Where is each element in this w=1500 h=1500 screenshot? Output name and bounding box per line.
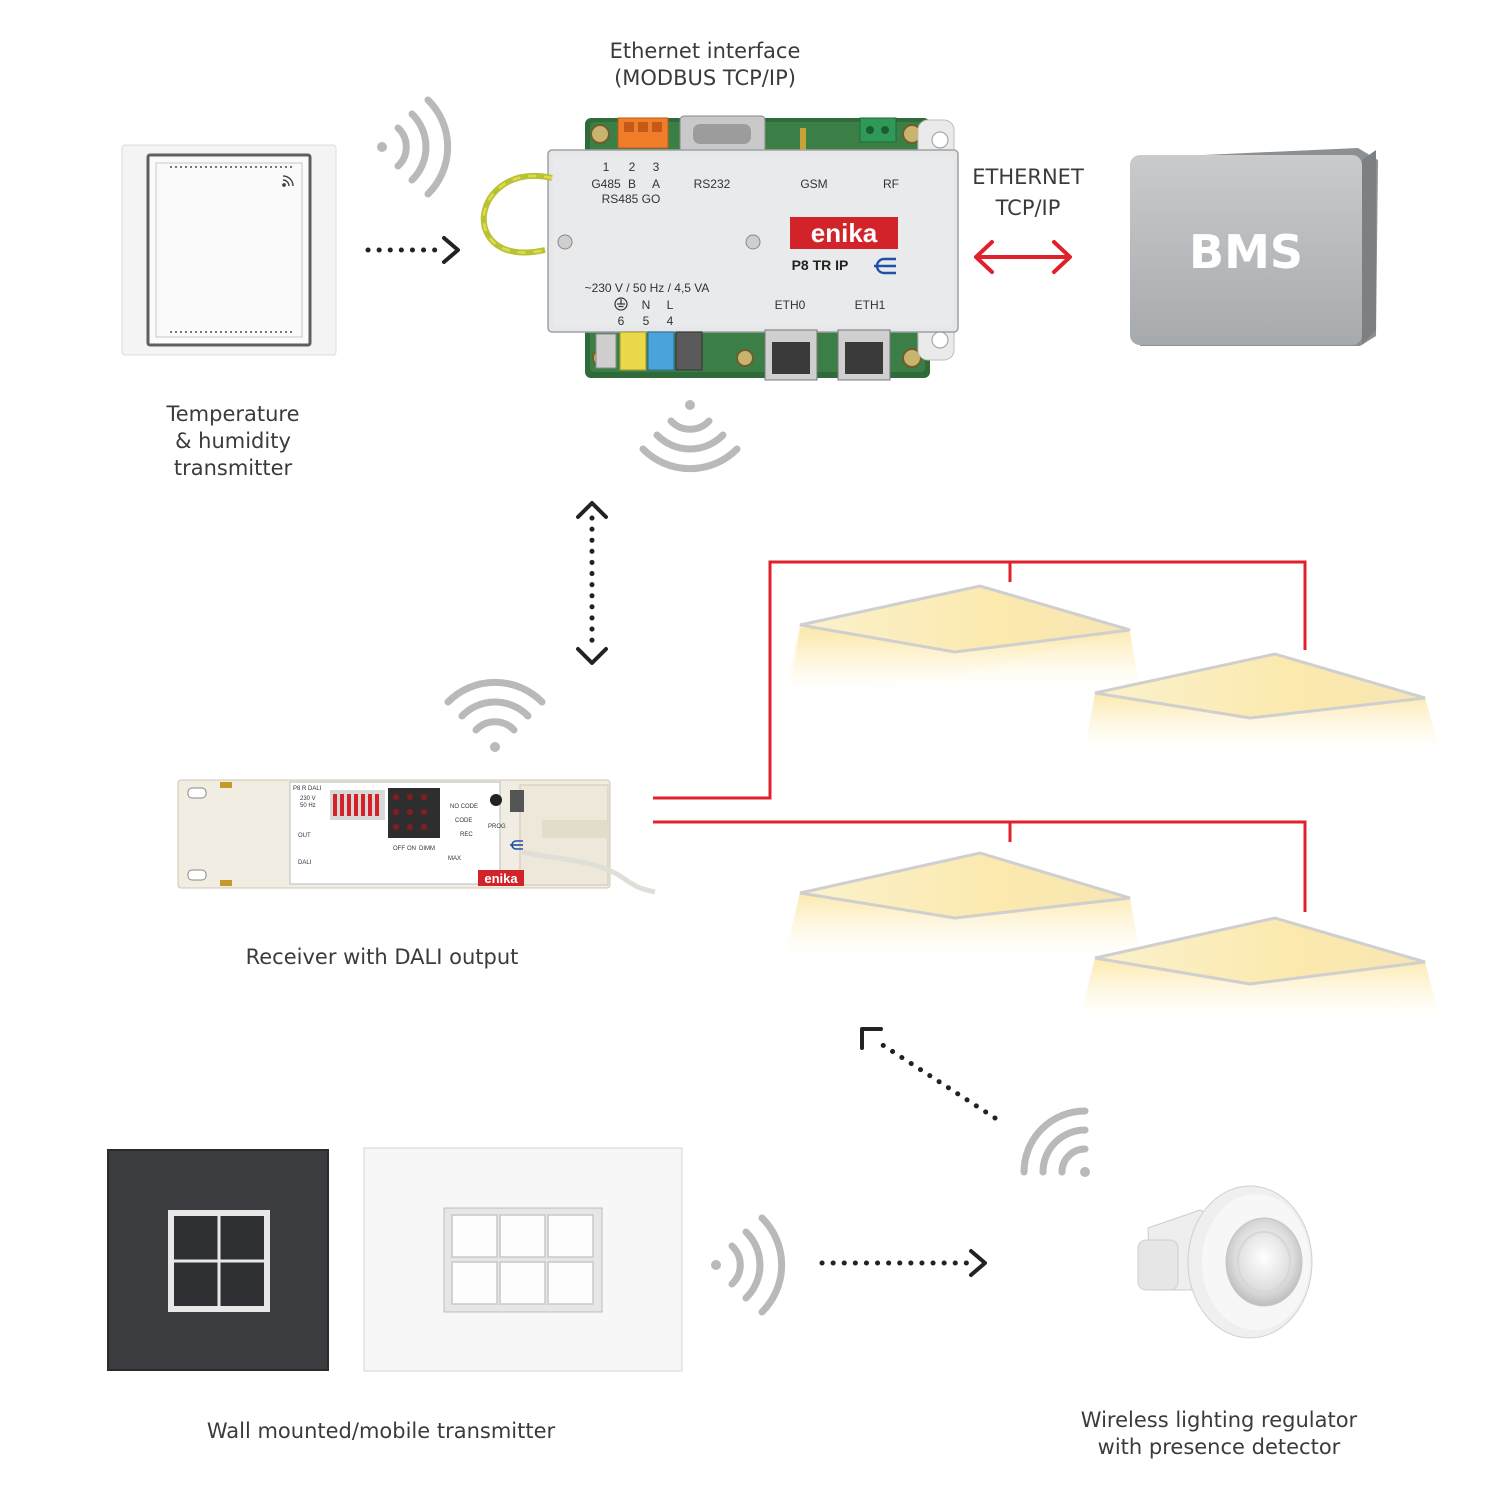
pin-label: 3 [653, 160, 660, 174]
receiver-frequency: 50 Hz [300, 803, 316, 809]
pin-label: 5 [643, 314, 650, 328]
temp-label-line1: Temperature [166, 402, 300, 426]
bms-box: BMS [1130, 148, 1378, 346]
led-panel-light [785, 851, 1140, 955]
dali-wiring [653, 560, 1307, 912]
ethernet-interface-line1: Ethernet interface [609, 39, 801, 63]
signal-arrow [860, 1027, 998, 1121]
enika-logo: enika [790, 217, 898, 249]
temperature-transmitter-label: Temperature & humidity transmitter [133, 401, 333, 482]
pin-name: B [628, 177, 636, 191]
bidirectional-signal-arrow [576, 501, 608, 665]
pin-label: 6 [618, 314, 625, 328]
receiver-dali: DALI [298, 860, 312, 866]
rs232-label: RS232 [694, 177, 731, 191]
pin-name: A [652, 177, 660, 191]
enika-e-icon [510, 840, 523, 850]
rf-label: RF [883, 177, 899, 191]
temp-label-line2: & humidity [175, 429, 291, 453]
pin-name: L [667, 298, 674, 312]
temp-label-line3: transmitter [173, 456, 293, 480]
model-label: P8 TR IP [792, 257, 849, 273]
dip-switch-grid [330, 788, 440, 838]
ethernet-link-line1: ETHERNET [972, 165, 1084, 189]
ethernet-interface-label: Ethernet interface (MODBUS TCP/IP) [560, 38, 850, 92]
signal-arrow [819, 1249, 987, 1277]
wall-transmitter-dark [107, 1149, 329, 1371]
receiver-voltage: 230 V [300, 796, 316, 802]
receiver-on: ON [407, 846, 416, 852]
wall-transmitter-white [363, 1147, 683, 1372]
signal-waves-icon [639, 400, 741, 473]
signal-waves-icon [377, 96, 452, 198]
regulator-line2: with presence detector [1097, 1435, 1341, 1459]
receiver-label: Receiver with DALI output [245, 945, 519, 969]
svg-text:enika: enika [811, 218, 878, 248]
pin-label: 1 [603, 160, 610, 174]
ethernet-link-line2: TCP/IP [995, 196, 1061, 220]
ethernet-link-label: ETHERNET TCP/IP [958, 162, 1098, 224]
ethernet-interface-device: 1 2 3 G485 B A RS485 GO RS232 GSM RF ~23… [480, 115, 959, 381]
wifi-icon [444, 678, 546, 752]
rs485-go-label: RS485 GO [602, 192, 661, 206]
receiver-model: P8 R DALI [293, 786, 322, 792]
receiver-prog: PROG [488, 824, 506, 830]
led-panel-light [785, 584, 1140, 690]
ethernet-link-arrow [974, 240, 1072, 274]
gsm-label: GSM [800, 177, 827, 191]
receiver-max: MAX [448, 856, 461, 862]
ethernet-interface-line2: (MODBUS TCP/IP) [614, 66, 796, 90]
receiver-code: CODE [455, 818, 472, 824]
receiver-brand: enika [484, 871, 518, 886]
wall-transmitter-label: Wall mounted/mobile transmitter [206, 1419, 556, 1443]
enika-e-icon [874, 257, 896, 275]
wireless-icon [282, 175, 294, 187]
presence-detector [1137, 1185, 1313, 1339]
pin-label: 2 [629, 160, 636, 174]
led-panel-light [1085, 652, 1440, 750]
ground-icon [614, 297, 628, 311]
regulator-line1: Wireless lighting regulator [1080, 1408, 1358, 1432]
temperature-humidity-transmitter [121, 144, 337, 356]
pin-name: N [642, 298, 651, 312]
signal-arrow [365, 236, 460, 264]
signal-waves-icon [711, 1214, 786, 1316]
pin-label: 4 [667, 314, 674, 328]
lighting-regulator-label: Wireless lighting regulator with presenc… [1058, 1407, 1380, 1461]
receiver-dimm: DIMM [419, 846, 435, 852]
receiver-out: OUT [298, 833, 311, 839]
eth1-label: ETH1 [855, 298, 886, 312]
dali-receiver-device: P8 R DALI 230 V 50 Hz OUT DALI NO CODE C… [177, 779, 656, 895]
receiver-no-code: NO CODE [450, 804, 478, 810]
receiver-off: OFF [393, 846, 405, 852]
signal-waves-icon [1020, 1107, 1090, 1177]
eth0-label: ETH0 [775, 298, 806, 312]
pin-name: G485 [591, 177, 621, 191]
bms-label: BMS [1189, 225, 1303, 279]
led-panel-light [1080, 916, 1440, 1018]
supply-label: ~230 V / 50 Hz / 4,5 VA [585, 281, 710, 295]
receiver-rec: REC [460, 832, 473, 838]
